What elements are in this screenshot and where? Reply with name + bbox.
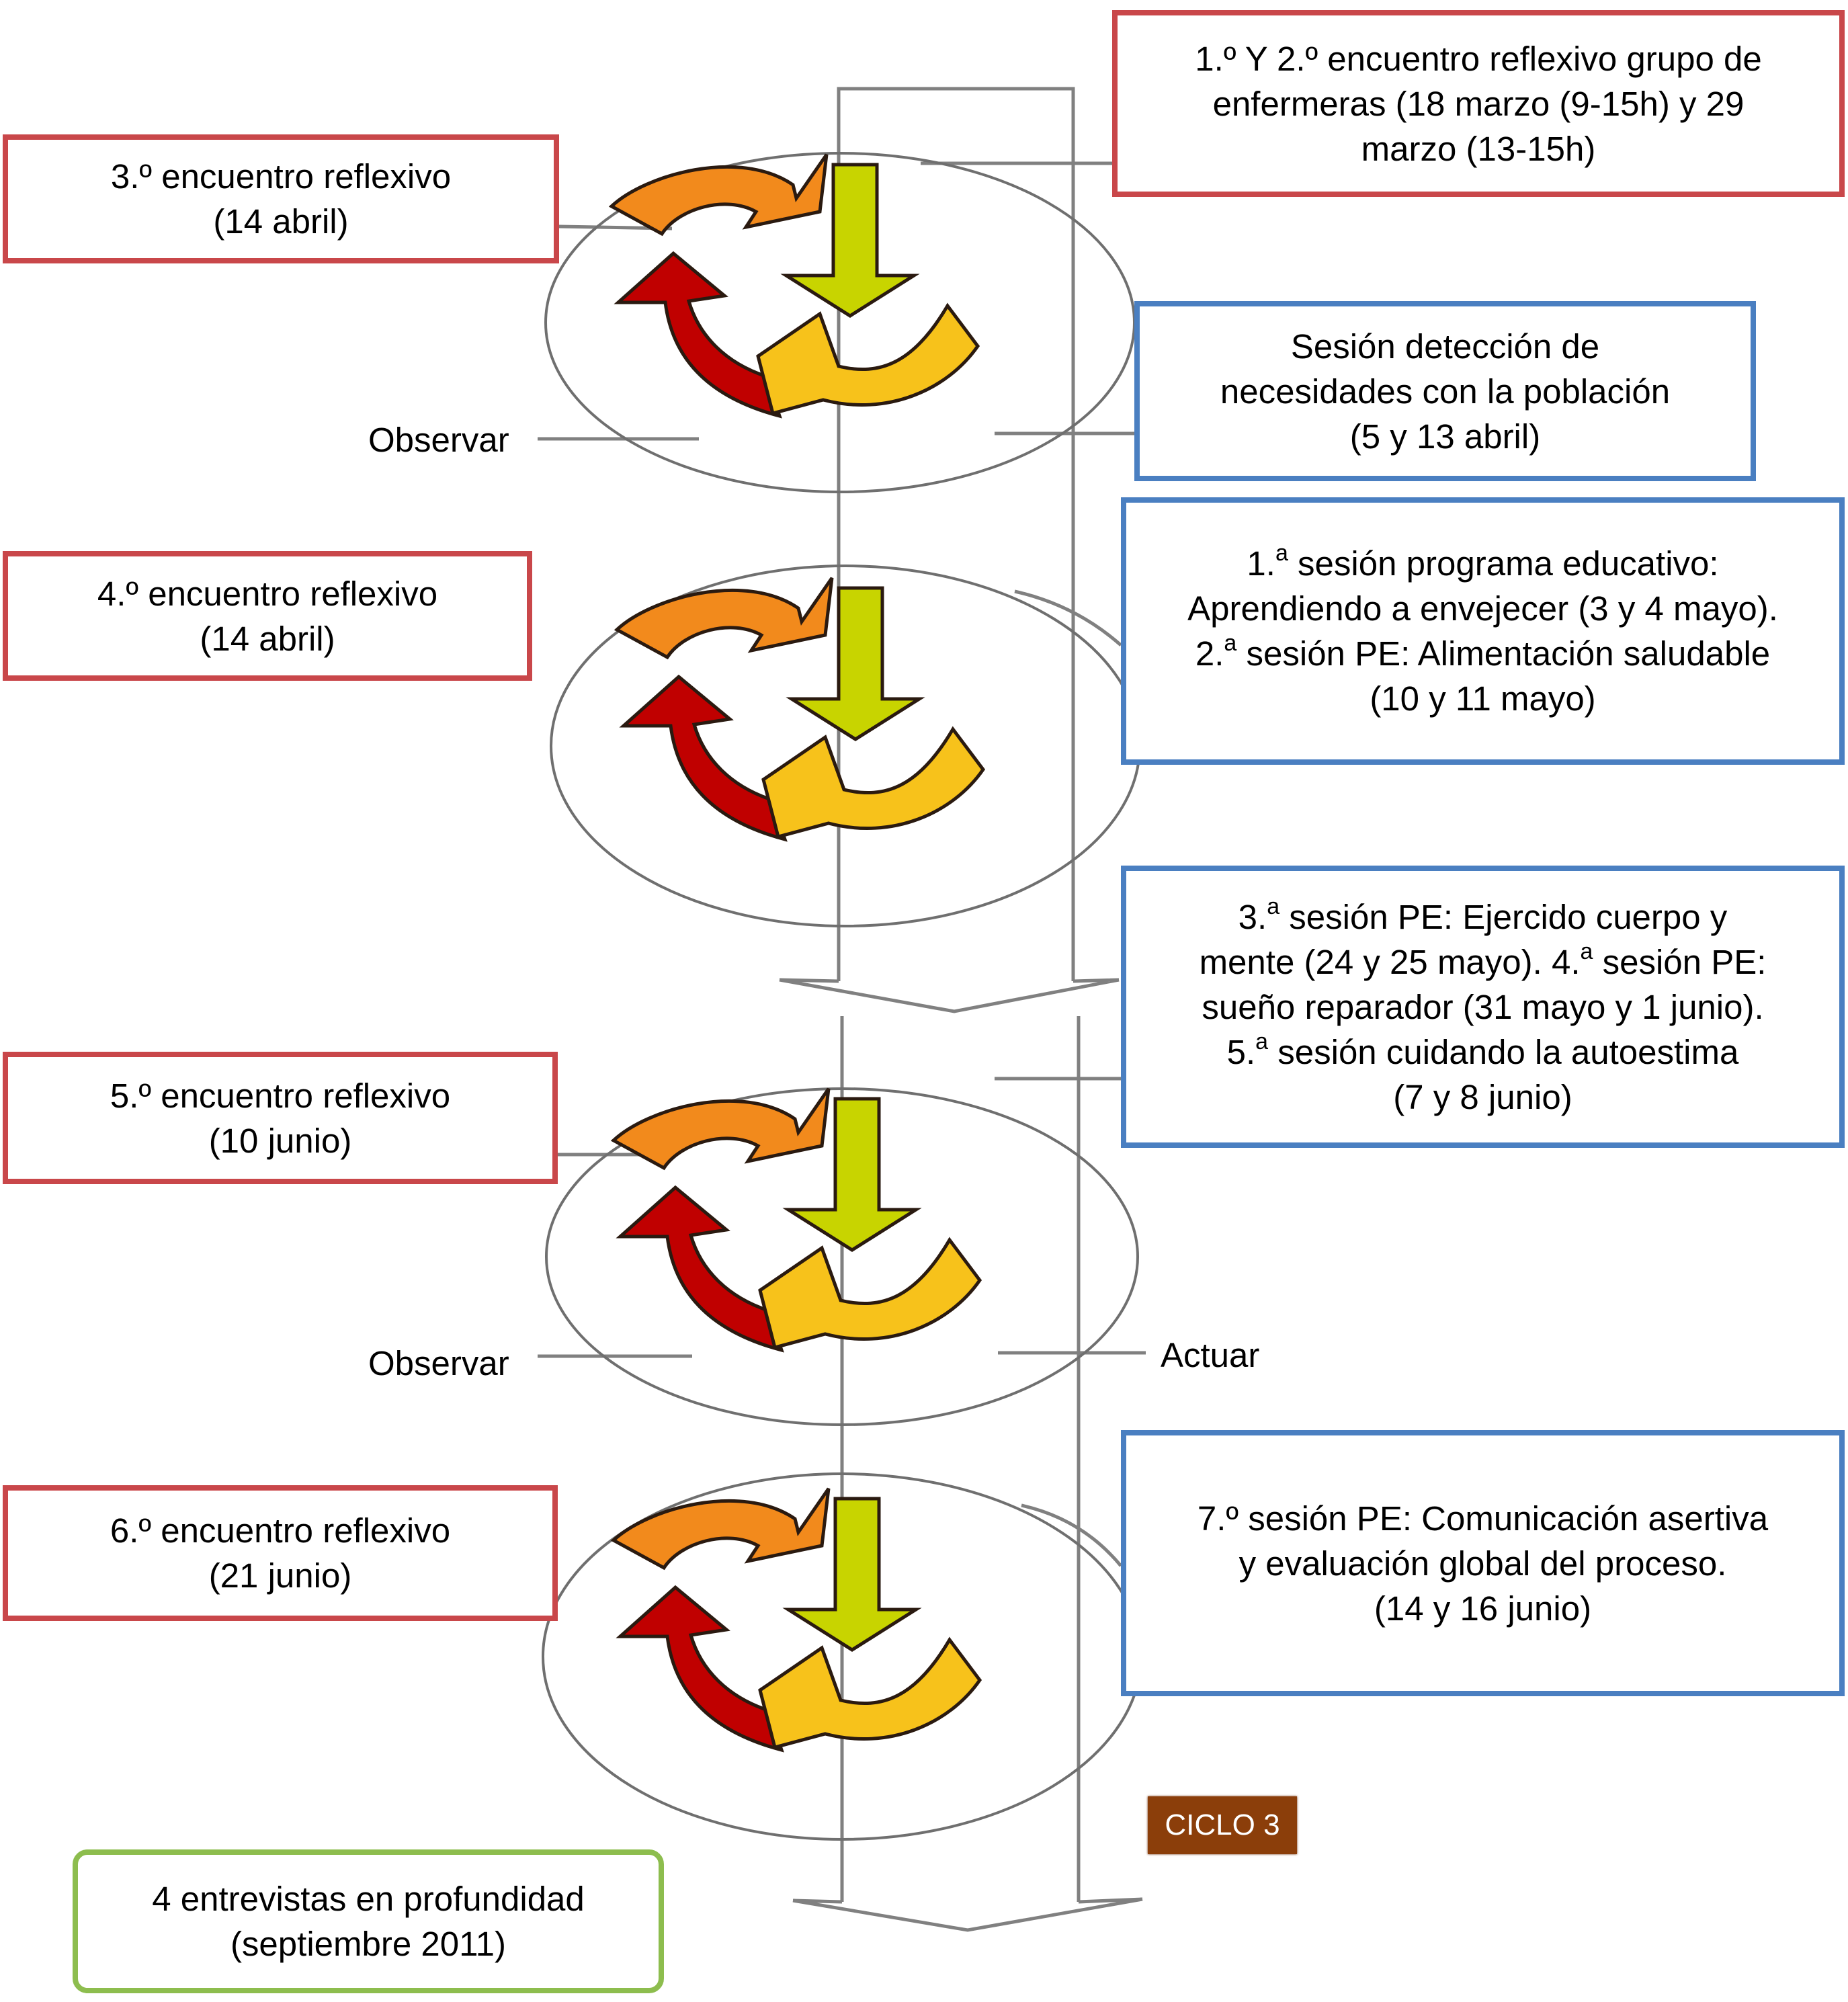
column-upper-arrowhead — [779, 978, 1120, 1013]
label-observar-2: Observar — [368, 1344, 509, 1382]
column-upper-shaft — [837, 87, 1075, 981]
arrow-reflexionar-icon — [782, 1097, 922, 1252]
box-line: (21 junio) — [208, 1556, 352, 1595]
box-line: (14 abril) — [213, 202, 349, 241]
box-line: 4 entrevistas en profundidad — [152, 1880, 585, 1918]
cycles — [542, 152, 1142, 1841]
cycle-4 — [542, 1472, 1142, 1841]
arrow-planificar-icon — [610, 1487, 831, 1571]
arrow-planificar-icon — [608, 153, 829, 237]
cycle-3 — [545, 1087, 1139, 1426]
arrow-actuar-icon — [758, 1636, 982, 1750]
box-line: 3.º encuentro reflexivo — [110, 157, 452, 196]
connector-sesiones-1-2 — [1014, 589, 1122, 647]
box-entrevistas: 4 entrevistas en profundidad (septiembre… — [73, 1849, 664, 1993]
arrow-actuar-icon — [758, 1237, 982, 1350]
arrow-observar-icon — [614, 251, 782, 419]
box-encuentro-6: 6.º encuentro reflexivo (21 junio) — [3, 1485, 558, 1621]
box-line: (14 abril) — [200, 619, 335, 658]
cycle-1 — [544, 152, 1136, 493]
arrow-actuar-icon — [761, 726, 986, 839]
column-lower-arrowhead — [792, 1897, 1143, 1932]
box-line: (5 y 13 abril) — [1349, 417, 1541, 456]
box-line: y evaluación global del proceso. — [1238, 1544, 1727, 1583]
arrow-observar-icon — [619, 674, 788, 842]
box-line: 1.a sesión programa educativo: — [1247, 540, 1719, 583]
arrow-reflexionar-icon — [780, 163, 920, 318]
box-line: Sesión detección de — [1290, 327, 1600, 366]
arrow-observar-icon — [616, 1585, 784, 1753]
box-encuentro-4: 4.º encuentro reflexivo (14 abril) — [3, 551, 532, 681]
box-encuentro-1-2: 1.º Y 2.º encuentro reflexivo grupo de e… — [1112, 10, 1845, 197]
box-line: 1.º Y 2.º encuentro reflexivo grupo de — [1195, 39, 1762, 78]
label-observar-1: Observar — [368, 421, 509, 459]
box-encuentro-3: 3.º encuentro reflexivo (14 abril) — [3, 134, 559, 263]
box-sesion-7: 7.º sesión PE: Comunicación asertiva y e… — [1121, 1430, 1845, 1696]
connector-sesion-7 — [1021, 1503, 1122, 1567]
box-sesion-deteccion: Sesión detección de necesidades con la p… — [1134, 301, 1756, 481]
arrow-actuar-icon — [756, 302, 980, 416]
cycle-ellipse — [545, 1087, 1139, 1426]
box-line: (14 y 16 junio) — [1374, 1589, 1592, 1628]
box-line: necesidades con la población — [1220, 372, 1671, 411]
box-line: (7 y 8 junio) — [1393, 1077, 1572, 1116]
arrow-reflexionar-icon — [786, 586, 925, 741]
box-line: 6.º encuentro reflexivo — [110, 1511, 451, 1550]
box-line: 5.a sesión cuidando la autoestima — [1226, 1028, 1739, 1071]
box-line: enfermeras (18 marzo (9-15h) y 29 — [1212, 84, 1745, 123]
ciclo-badge: CICLO 3 — [1148, 1796, 1297, 1854]
label-actuar: Actuar — [1161, 1336, 1260, 1374]
box-line: 2.a sesión PE: Alimentación saludable — [1195, 630, 1771, 673]
box-line: 3.a sesión PE: Ejercido cuerpo y — [1238, 893, 1728, 936]
box-line: (10 junio) — [208, 1121, 352, 1160]
box-line: marzo (13-15h) — [1361, 129, 1596, 168]
box-line: (septiembre 2011) — [230, 1925, 507, 1963]
box-line: 4.º encuentro reflexivo — [97, 574, 438, 613]
box-line: 7.º sesión PE: Comunicación asertiva — [1197, 1499, 1769, 1538]
box-line: (10 y 11 mayo) — [1370, 679, 1596, 718]
arrow-planificar-icon — [614, 577, 834, 660]
box-encuentro-5: 5.º encuentro reflexivo (10 junio) — [3, 1052, 558, 1184]
box-sesiones-1-2: 1.a sesión programa educativo: Aprendien… — [1121, 497, 1845, 765]
box-line: sueño reparador (31 mayo y 1 junio). — [1202, 987, 1764, 1026]
arrow-reflexionar-icon — [782, 1497, 922, 1652]
cycle-2 — [550, 565, 1141, 927]
box-line: 5.º encuentro reflexivo — [110, 1076, 451, 1115]
box-sesiones-3-4-5: 3.a sesión PE: Ejercido cuerpo y mente (… — [1121, 866, 1845, 1148]
box-line: mente (24 y 25 mayo). 4.a sesión PE: — [1199, 938, 1767, 981]
arrow-planificar-icon — [610, 1087, 831, 1171]
arrow-observar-icon — [616, 1185, 784, 1353]
box-line: Aprendiendo a envejecer (3 y 4 mayo). — [1187, 589, 1778, 628]
